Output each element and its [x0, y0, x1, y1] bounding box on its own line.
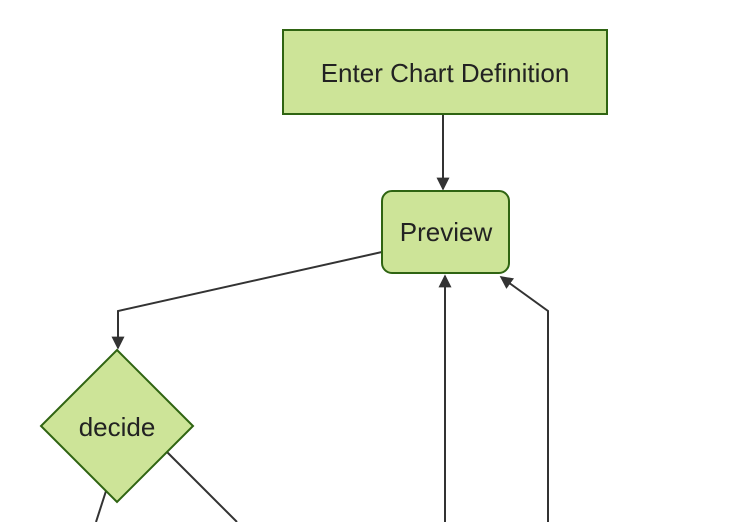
edge-decide-to-offscreen-bottom-left — [95, 490, 107, 522]
decide-diamond — [39, 348, 195, 504]
decide-label: decide — [79, 412, 156, 442]
edge-preview-to-decide — [111, 251, 383, 350]
preview-label: Preview — [400, 217, 493, 247]
node-preview: Preview — [381, 190, 510, 274]
node-decide: decide — [39, 348, 195, 504]
edge-offscreen-bottom-right-to-preview — [499, 276, 549, 522]
edge-decide-to-offscreen-bottom-right — [166, 451, 238, 522]
enter-chart-definition-box — [282, 29, 608, 115]
preview-box — [381, 190, 510, 274]
node-enter-chart-definition: Enter Chart Definition — [282, 29, 608, 115]
enter-chart-definition-label: Enter Chart Definition — [321, 58, 570, 88]
